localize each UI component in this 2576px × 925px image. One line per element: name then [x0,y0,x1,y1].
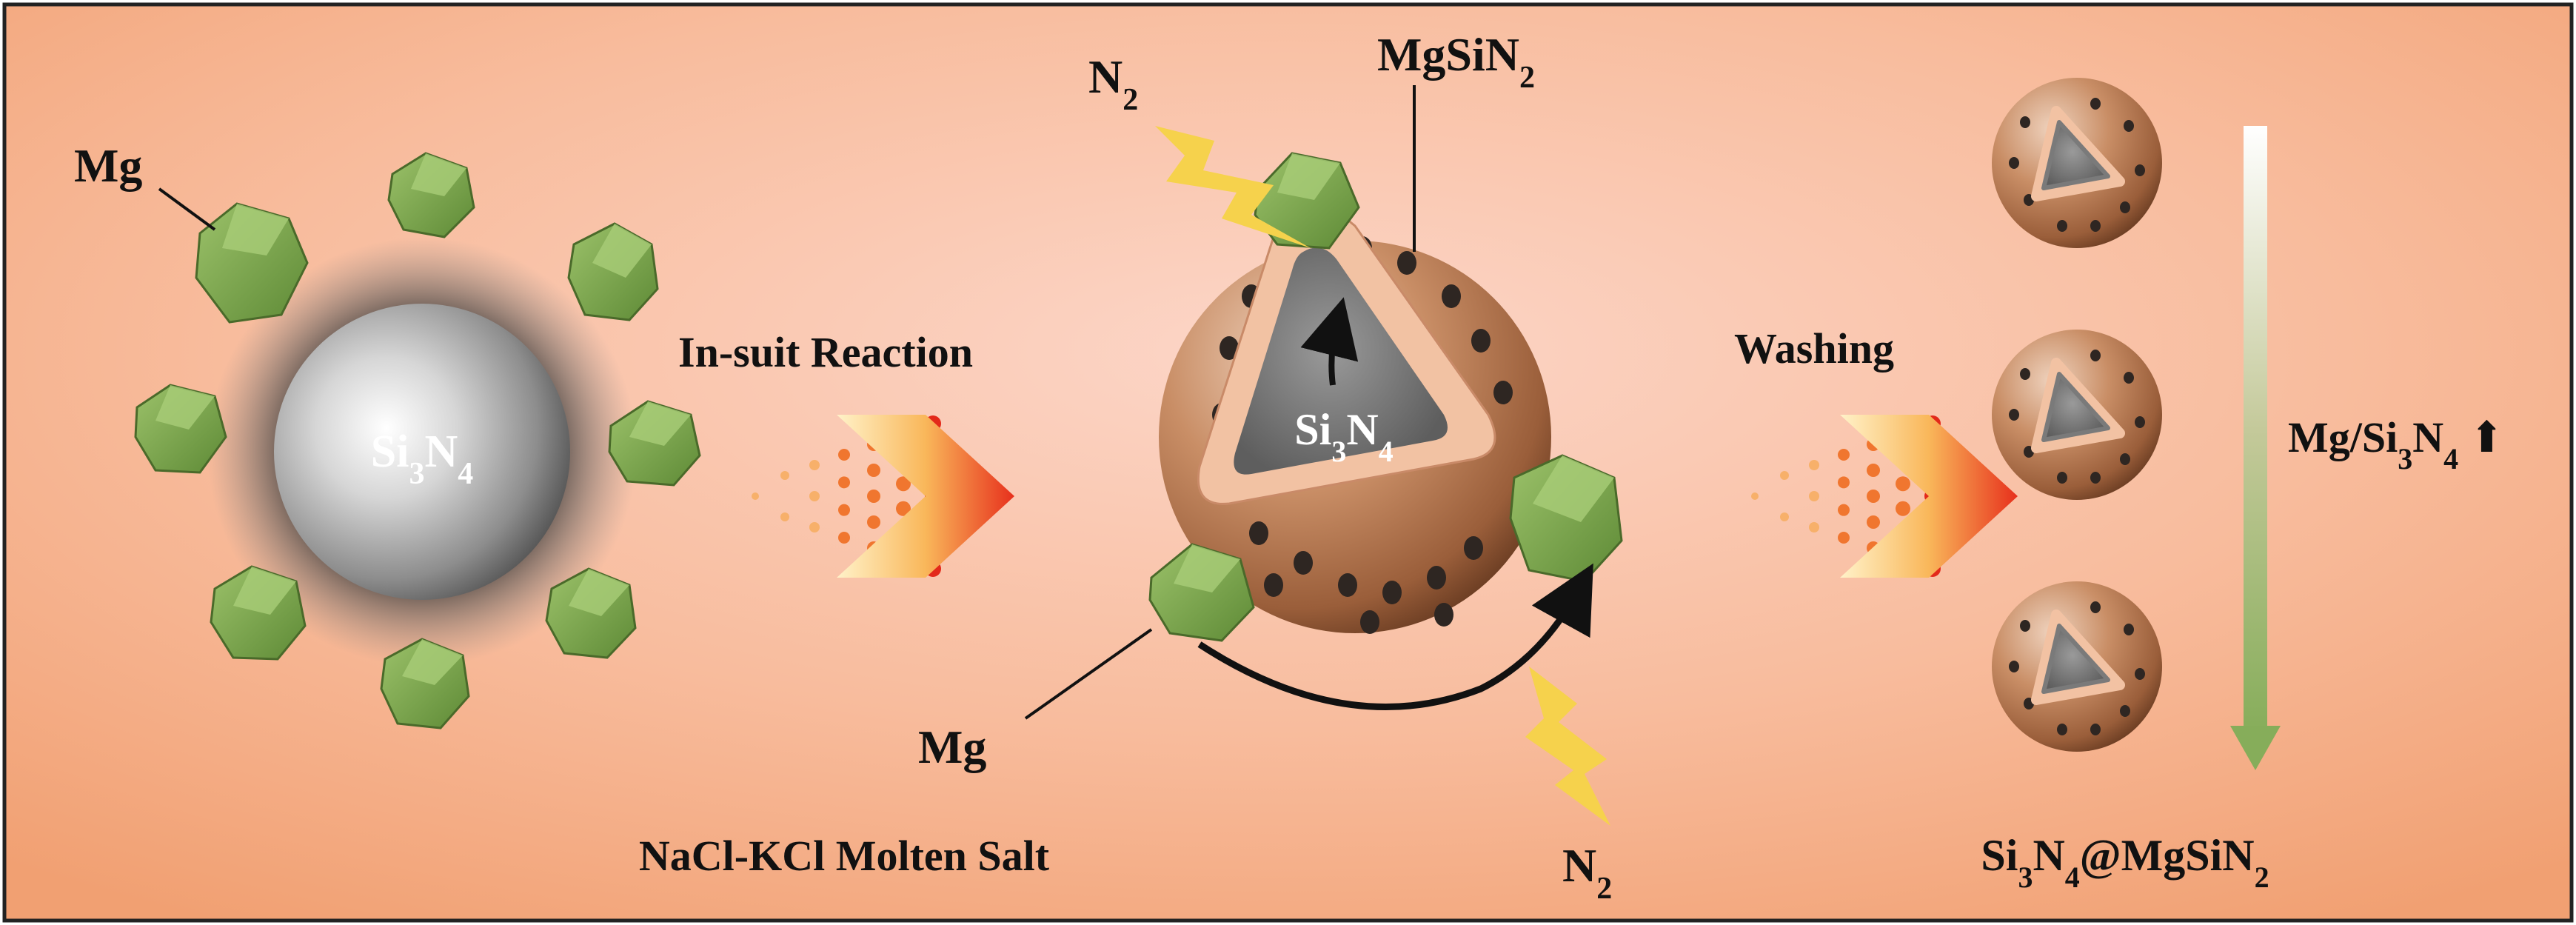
mg-particle [608,400,701,487]
pore [1220,336,1239,360]
pore [1464,536,1483,560]
trail-dot [1838,476,1850,489]
trail-dot [809,491,820,501]
trail-dot [896,476,911,492]
trail-dot [752,492,759,500]
mg-label-mid: Mg [918,721,986,773]
n2-lightning-top-icon [1155,126,1311,248]
trail-dot [1809,522,1819,532]
pore [1427,566,1446,590]
trail-dot [867,464,880,477]
step2-chevron [1840,415,2018,578]
trail-dot [1896,501,1910,516]
pore [1493,381,1513,404]
mg-particle [210,565,307,661]
inward-diffusion-arrow [1300,297,1359,386]
product-particle [1992,330,2162,500]
mg-particle [195,202,309,324]
pore [1471,329,1491,353]
mg-particle [387,152,475,238]
mg-leader-line-mid [1024,628,1153,720]
pore [1360,610,1379,634]
si3n4-core-label-mid: Si3N4 [1294,405,1393,468]
mg-ratio-gradient-arrow-shaft [2244,126,2267,733]
up-arrow-icon: ⬆ [2469,413,2505,461]
product-particle [1992,581,2162,752]
pore [1264,573,1283,597]
ratio-label: Mg/Si3N4⬆ [2288,413,2505,475]
trail-dot [809,460,820,470]
mg-particle [1148,543,1255,642]
mg-particle [545,567,637,659]
pore [1442,284,1461,308]
trail-dot [1780,512,1789,521]
trail-dot [867,490,880,503]
trail-dot [1838,449,1850,461]
trail-dot [1867,490,1880,503]
step2-arrow-group: Washing [1734,324,2018,578]
trail-dot [780,471,789,480]
trail-dot [1809,460,1819,470]
reaction-progress-arrow [1197,563,1593,710]
n2-label-top: N2 [1088,50,1138,117]
mg-particle [567,222,659,321]
trail-dot [1780,471,1789,480]
mg-particle [134,384,227,474]
trail-dot [838,532,850,544]
pore [1382,581,1402,604]
step1-chevron [837,415,1014,578]
left-precursor-group: Si3N4 [74,139,701,729]
trail-dot [838,504,850,516]
si3n4-core-label-left: Si3N4 [371,427,474,491]
trail-dot [1896,476,1910,492]
trail-dot [896,501,911,516]
si3n4-sphere [274,304,570,600]
trail-dot [1867,515,1880,529]
mg-leader-line-left [158,187,216,231]
pore [1338,573,1357,597]
trail-dot [1809,491,1819,501]
trail-dot [1867,464,1880,477]
trail-dot [1751,492,1759,500]
mg-particle [1254,152,1360,250]
mg-particle [380,638,470,729]
trail-dot [867,515,880,529]
n2-lightning-bottom-icon [1525,667,1610,826]
mg-particle [1509,454,1623,583]
n2-label-bottom: N2 [1562,839,1612,906]
mg-label-left: Mg [74,139,142,192]
product-label: Si3N4@MgSiN2 [1981,831,2269,894]
step1-arrow-group: In-suit Reaction [678,328,1014,578]
step2-label: Washing [1734,324,1894,373]
molten-salt-label: NaCl-KCl Molten Salt [639,832,1050,880]
trail-dot [838,476,850,489]
step1-label: In-suit Reaction [678,328,973,376]
mgsin2-label-top: MgSiN2 [1377,28,1535,95]
trail-dot [780,512,789,521]
pore [1397,251,1416,275]
mg-ratio-gradient-arrow-head [2230,726,2281,770]
pore [1294,551,1313,575]
product-particle [1992,78,2162,248]
product-column [1992,78,2162,752]
trail-dot [1838,504,1850,516]
pore [1434,603,1453,627]
trail-dot [1838,532,1850,544]
trail-dot [838,449,850,461]
pore [1249,521,1268,545]
trail-dot [809,522,820,532]
middle-reaction-group: Si3N4 N2 MgSiN2 Mg NaCl-KCl Molten Sa [639,28,1623,906]
